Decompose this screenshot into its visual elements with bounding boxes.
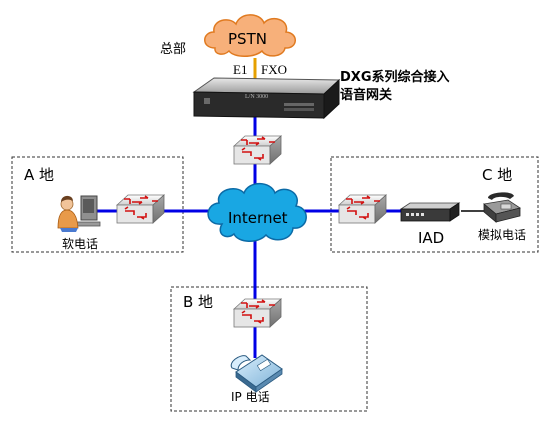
softphone-label: 软电话 xyxy=(62,237,99,251)
switch-hq xyxy=(233,135,282,165)
softphone-user-icon xyxy=(57,195,101,232)
iad-device xyxy=(399,202,461,222)
site-b-box xyxy=(170,286,368,412)
gateway-title-line2: 语音网关 xyxy=(340,88,393,103)
ip-phone-label: IP 电话 xyxy=(231,390,270,404)
site-c-box xyxy=(330,156,539,253)
gateway-title-line1: DXG系列综合接入 xyxy=(340,70,450,85)
iad-label: IAD xyxy=(418,229,445,247)
pstn-label: PSTN xyxy=(228,30,267,48)
site-a-label: A 地 xyxy=(24,166,55,184)
internet-cloud xyxy=(207,182,307,242)
site-b-label: B 地 xyxy=(183,293,214,311)
site-c-label: C 地 xyxy=(482,166,513,184)
gateway-device xyxy=(192,77,341,120)
gateway-front-label: L/N 3000 xyxy=(245,94,269,100)
switch-a xyxy=(116,194,165,224)
hq-site-label: 总部 xyxy=(160,42,187,57)
switch-c xyxy=(338,194,387,224)
ip-phone-icon xyxy=(230,354,283,393)
analog-phone-icon xyxy=(483,192,521,223)
fxo-label: FXO xyxy=(261,62,288,77)
site-a-box xyxy=(11,156,184,253)
pstn-cloud xyxy=(204,14,296,57)
e1-label: E1 xyxy=(233,62,248,77)
internet-label: Internet xyxy=(228,209,288,227)
analog-phone-label: 模拟电话 xyxy=(478,228,527,242)
switch-b xyxy=(233,298,282,328)
